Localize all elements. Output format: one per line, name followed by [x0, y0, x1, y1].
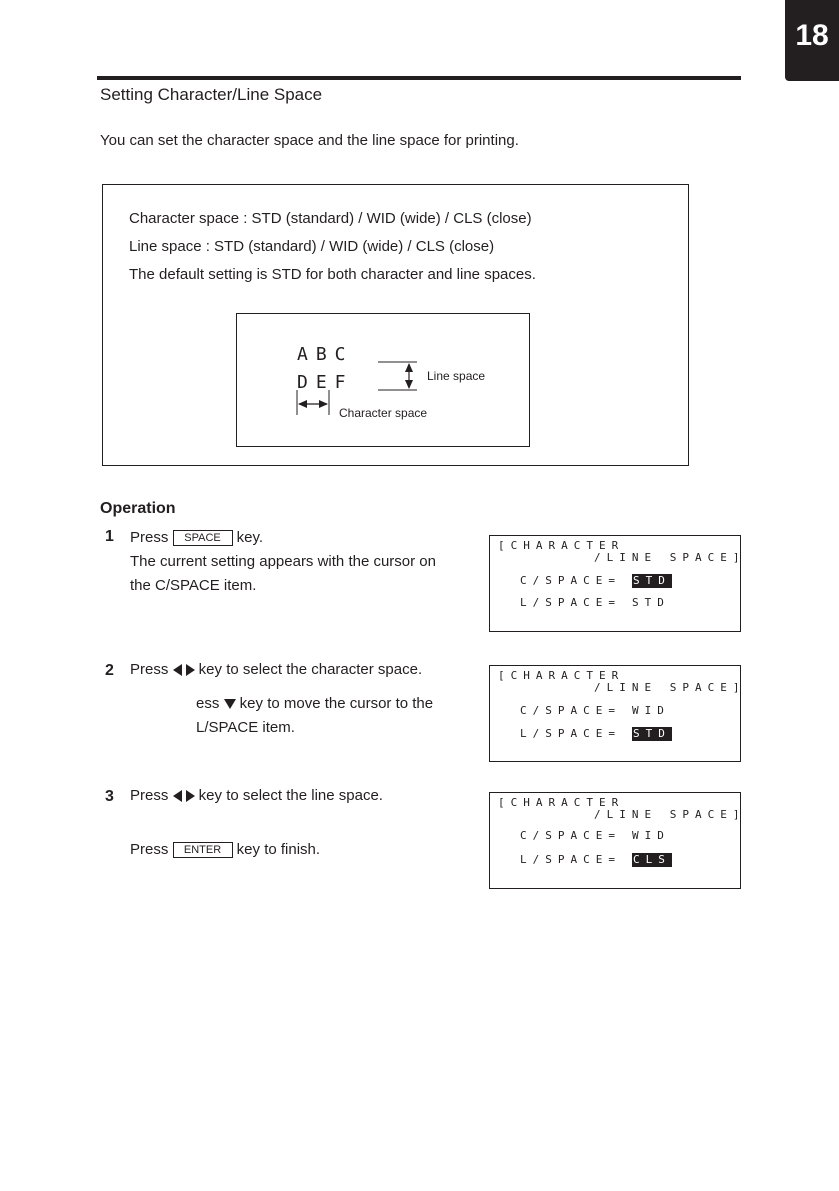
info-box: Character space : STD (standard) / WID (…: [102, 184, 689, 466]
lcd-screen-2: [CHARACTER /LINE SPACE] C/SPACE= WID L/S…: [489, 665, 741, 762]
procedure-title: Operation: [100, 500, 176, 517]
page-number: 18: [795, 19, 829, 52]
lcd-l-label: L/SPACE=: [520, 853, 621, 866]
line-space-label: Line space: [427, 369, 486, 383]
info-line-default: The default setting is STD for both char…: [129, 266, 536, 283]
step-3-text: Press key to select the line space. Pres…: [130, 787, 383, 859]
lcd-c-label: C/SPACE=: [520, 704, 621, 717]
dimension-arrows: [296, 361, 417, 415]
lcd-l-value: STD: [632, 727, 672, 741]
lcd-title: [CHARACTER: [498, 539, 625, 552]
sample-line-2: DEF: [297, 372, 354, 393]
space-key: SPACE: [172, 530, 233, 547]
lcd-title: [CHARACTER: [498, 669, 625, 682]
char-space-label: Character space: [339, 406, 428, 420]
lcd-l-value: STD: [632, 596, 670, 609]
step-3-number: 3: [105, 788, 114, 805]
section-title: Setting Character/Line Space: [100, 85, 323, 104]
lcd-c-value: WID: [632, 704, 670, 717]
lcd-title: /LINE SPACE]: [594, 551, 746, 564]
left-arrow-icon: [172, 790, 182, 803]
lcd-title: /LINE SPACE]: [594, 808, 746, 821]
step-1-text: Press SPACE key. The current setting app…: [130, 529, 436, 594]
lcd-l-label: L/SPACE=: [520, 596, 621, 609]
lcd-title: [CHARACTER: [498, 796, 625, 809]
right-arrow-icon: [185, 664, 195, 677]
step-2-text: Press key to select the character space.…: [130, 661, 434, 736]
info-line-character-space: Character space : STD (standard) / WID (…: [129, 210, 532, 227]
intro-text: You can set the character space and the …: [100, 132, 519, 149]
step-2-number: 2: [105, 662, 114, 679]
right-arrow-icon: [185, 790, 195, 803]
lcd-screen-3: [CHARACTER /LINE SPACE] C/SPACE= WID L/S…: [489, 792, 741, 889]
spacing-diagram: ABC DEF Line space Character space: [236, 313, 530, 447]
lcd-c-label: C/SPACE=: [520, 574, 621, 587]
lcd-title: /LINE SPACE]: [594, 681, 746, 694]
lcd-l-value: CLS: [632, 853, 672, 867]
lcd-c-value: STD: [632, 574, 672, 588]
sample-line-1: ABC: [297, 344, 354, 365]
header-rule: [97, 76, 741, 80]
step-1-number: 1: [105, 528, 114, 545]
down-arrow-icon: [223, 699, 236, 710]
lcd-c-value: WID: [632, 829, 670, 842]
enter-key: ENTER: [172, 842, 233, 859]
info-line-line-space: Line space : STD (standard) / WID (wide)…: [129, 238, 495, 255]
step-1-desc: The current setting appears with the cur…: [130, 553, 436, 594]
lcd-l-label: L/SPACE=: [520, 727, 621, 740]
left-arrow-icon: [172, 664, 182, 677]
page-number-badge: [785, 0, 839, 81]
lcd-c-label: C/SPACE=: [520, 829, 621, 842]
lcd-screen-1: [CHARACTER /LINE SPACE] C/SPACE= STD L/S…: [489, 535, 741, 632]
